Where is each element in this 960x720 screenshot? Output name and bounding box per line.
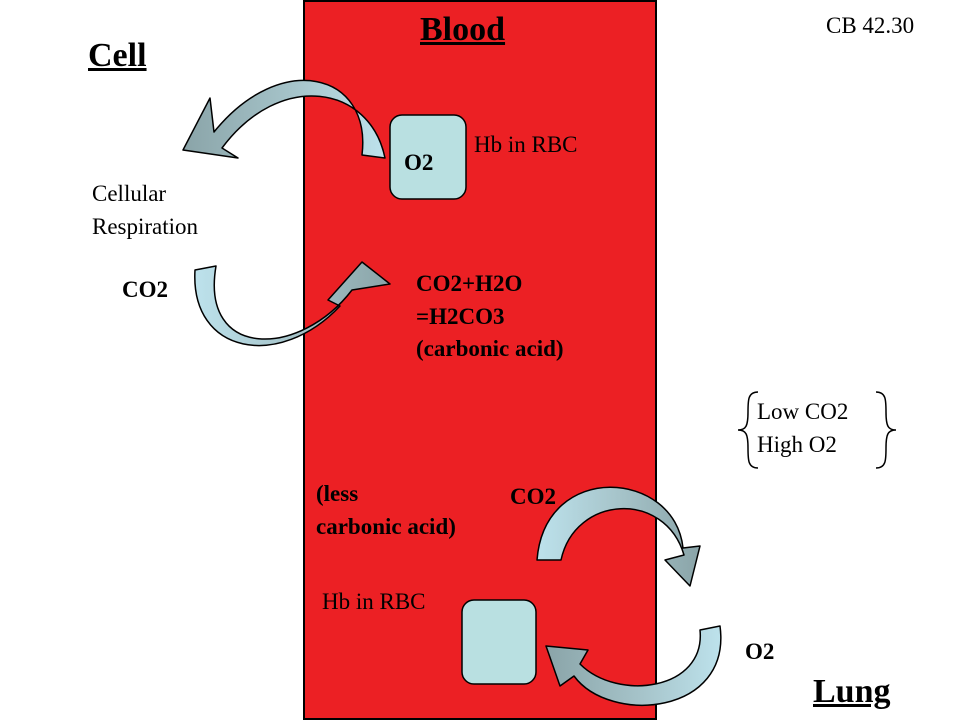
o2-rbc-label: O2 (404, 150, 434, 175)
co2-cell-label: CO2 (122, 277, 168, 302)
hb-in-rbc-bottom-label: Hb in RBC (322, 589, 426, 614)
hb-in-rbc-top-label: Hb in RBC (474, 132, 578, 157)
co2-lung-label: CO2 (510, 484, 556, 509)
cell-title: Cell (88, 37, 147, 74)
curved-arrow-icon (182, 79, 386, 159)
carbonic-acid-reaction-label: CO2+H2O =H2CO3 (carbonic acid) (416, 271, 564, 362)
blood-title: Blood (420, 11, 506, 48)
rbc-top-box (389, 114, 467, 200)
less-carbonic-acid-label: (less carbonic acid) (316, 481, 456, 539)
curved-arrow-icon (545, 625, 722, 706)
rbc-bottom-box (461, 599, 537, 685)
cellular-respiration-label: Cellular Respiration (92, 181, 199, 239)
curly-brace-icon (737, 391, 897, 469)
curved-arrow-icon (536, 486, 701, 587)
reference-code: CB 42.30 (826, 13, 915, 38)
curved-arrow-icon (194, 261, 391, 347)
lung-title: Lung (813, 673, 891, 710)
lung-conditions-label: Low CO2 High O2 (757, 399, 849, 457)
o2-lung-label: O2 (745, 639, 775, 664)
